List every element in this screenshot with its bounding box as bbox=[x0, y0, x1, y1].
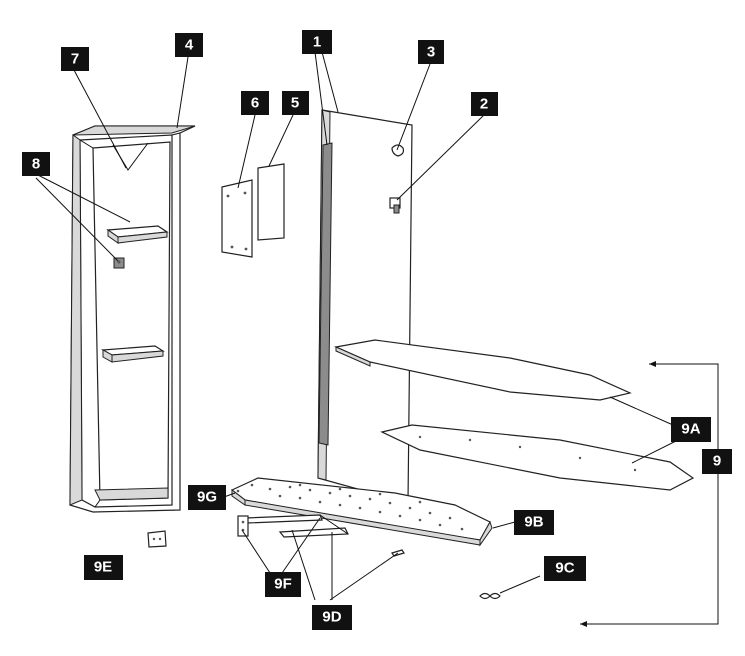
svg-text:7: 7 bbox=[71, 51, 79, 68]
cabinet-frame bbox=[69, 125, 196, 513]
wall-hinge-bracket bbox=[237, 515, 249, 537]
upper-shelf bbox=[106, 225, 169, 244]
svg-text:2: 2 bbox=[480, 96, 488, 113]
plate-5 bbox=[257, 163, 285, 241]
callout-3: 3 bbox=[418, 40, 444, 64]
latch-2 bbox=[389, 197, 401, 214]
callout-9C: 9C bbox=[544, 556, 586, 581]
callout-2: 2 bbox=[471, 92, 498, 116]
callout-9E: 9E bbox=[84, 555, 123, 580]
svg-text:9A: 9A bbox=[681, 421, 700, 438]
svg-text:5: 5 bbox=[291, 95, 299, 112]
callout-9B: 9B bbox=[514, 510, 554, 535]
callout-9: 9 bbox=[702, 449, 732, 474]
svg-text:9G: 9G bbox=[197, 489, 217, 506]
hinge-strip bbox=[318, 142, 333, 446]
group-9-bracket bbox=[580, 361, 719, 627]
callout-7: 7 bbox=[61, 47, 89, 71]
lower-shelf bbox=[100, 345, 165, 363]
mounting-clip bbox=[113, 257, 125, 269]
svg-text:9: 9 bbox=[713, 453, 721, 470]
svg-text:3: 3 bbox=[427, 44, 435, 61]
leader-lines bbox=[35, 51, 679, 601]
callout-8: 8 bbox=[22, 152, 50, 176]
callout-5: 5 bbox=[282, 91, 309, 115]
hook-3 bbox=[391, 144, 405, 157]
callout-9A: 9A bbox=[671, 417, 711, 442]
callout-9F: 9F bbox=[265, 572, 301, 597]
callout-6: 6 bbox=[241, 91, 269, 115]
plate-6 bbox=[221, 179, 253, 258]
ironing-board-cover bbox=[333, 339, 632, 401]
svg-text:8: 8 bbox=[32, 156, 40, 173]
svg-text:1: 1 bbox=[313, 34, 321, 51]
callout-9D: 9D bbox=[312, 605, 352, 630]
callout-9G: 9G bbox=[188, 485, 226, 510]
svg-text:9D: 9D bbox=[322, 609, 341, 626]
callout-4: 4 bbox=[175, 33, 203, 57]
fasteners-9C bbox=[479, 592, 501, 600]
svg-text:9C: 9C bbox=[555, 560, 574, 577]
svg-text:6: 6 bbox=[251, 95, 259, 112]
board-perforations bbox=[236, 483, 464, 531]
svg-text:9B: 9B bbox=[524, 514, 543, 531]
clip-9E bbox=[147, 530, 167, 548]
ironing-board-pad bbox=[380, 424, 695, 491]
callout-1: 1 bbox=[302, 30, 332, 54]
svg-text:9F: 9F bbox=[274, 576, 292, 593]
board-support-legs bbox=[244, 514, 349, 538]
svg-text:9E: 9E bbox=[94, 559, 112, 576]
perforated-ironing-board bbox=[230, 477, 493, 547]
svg-text:4: 4 bbox=[185, 37, 194, 54]
